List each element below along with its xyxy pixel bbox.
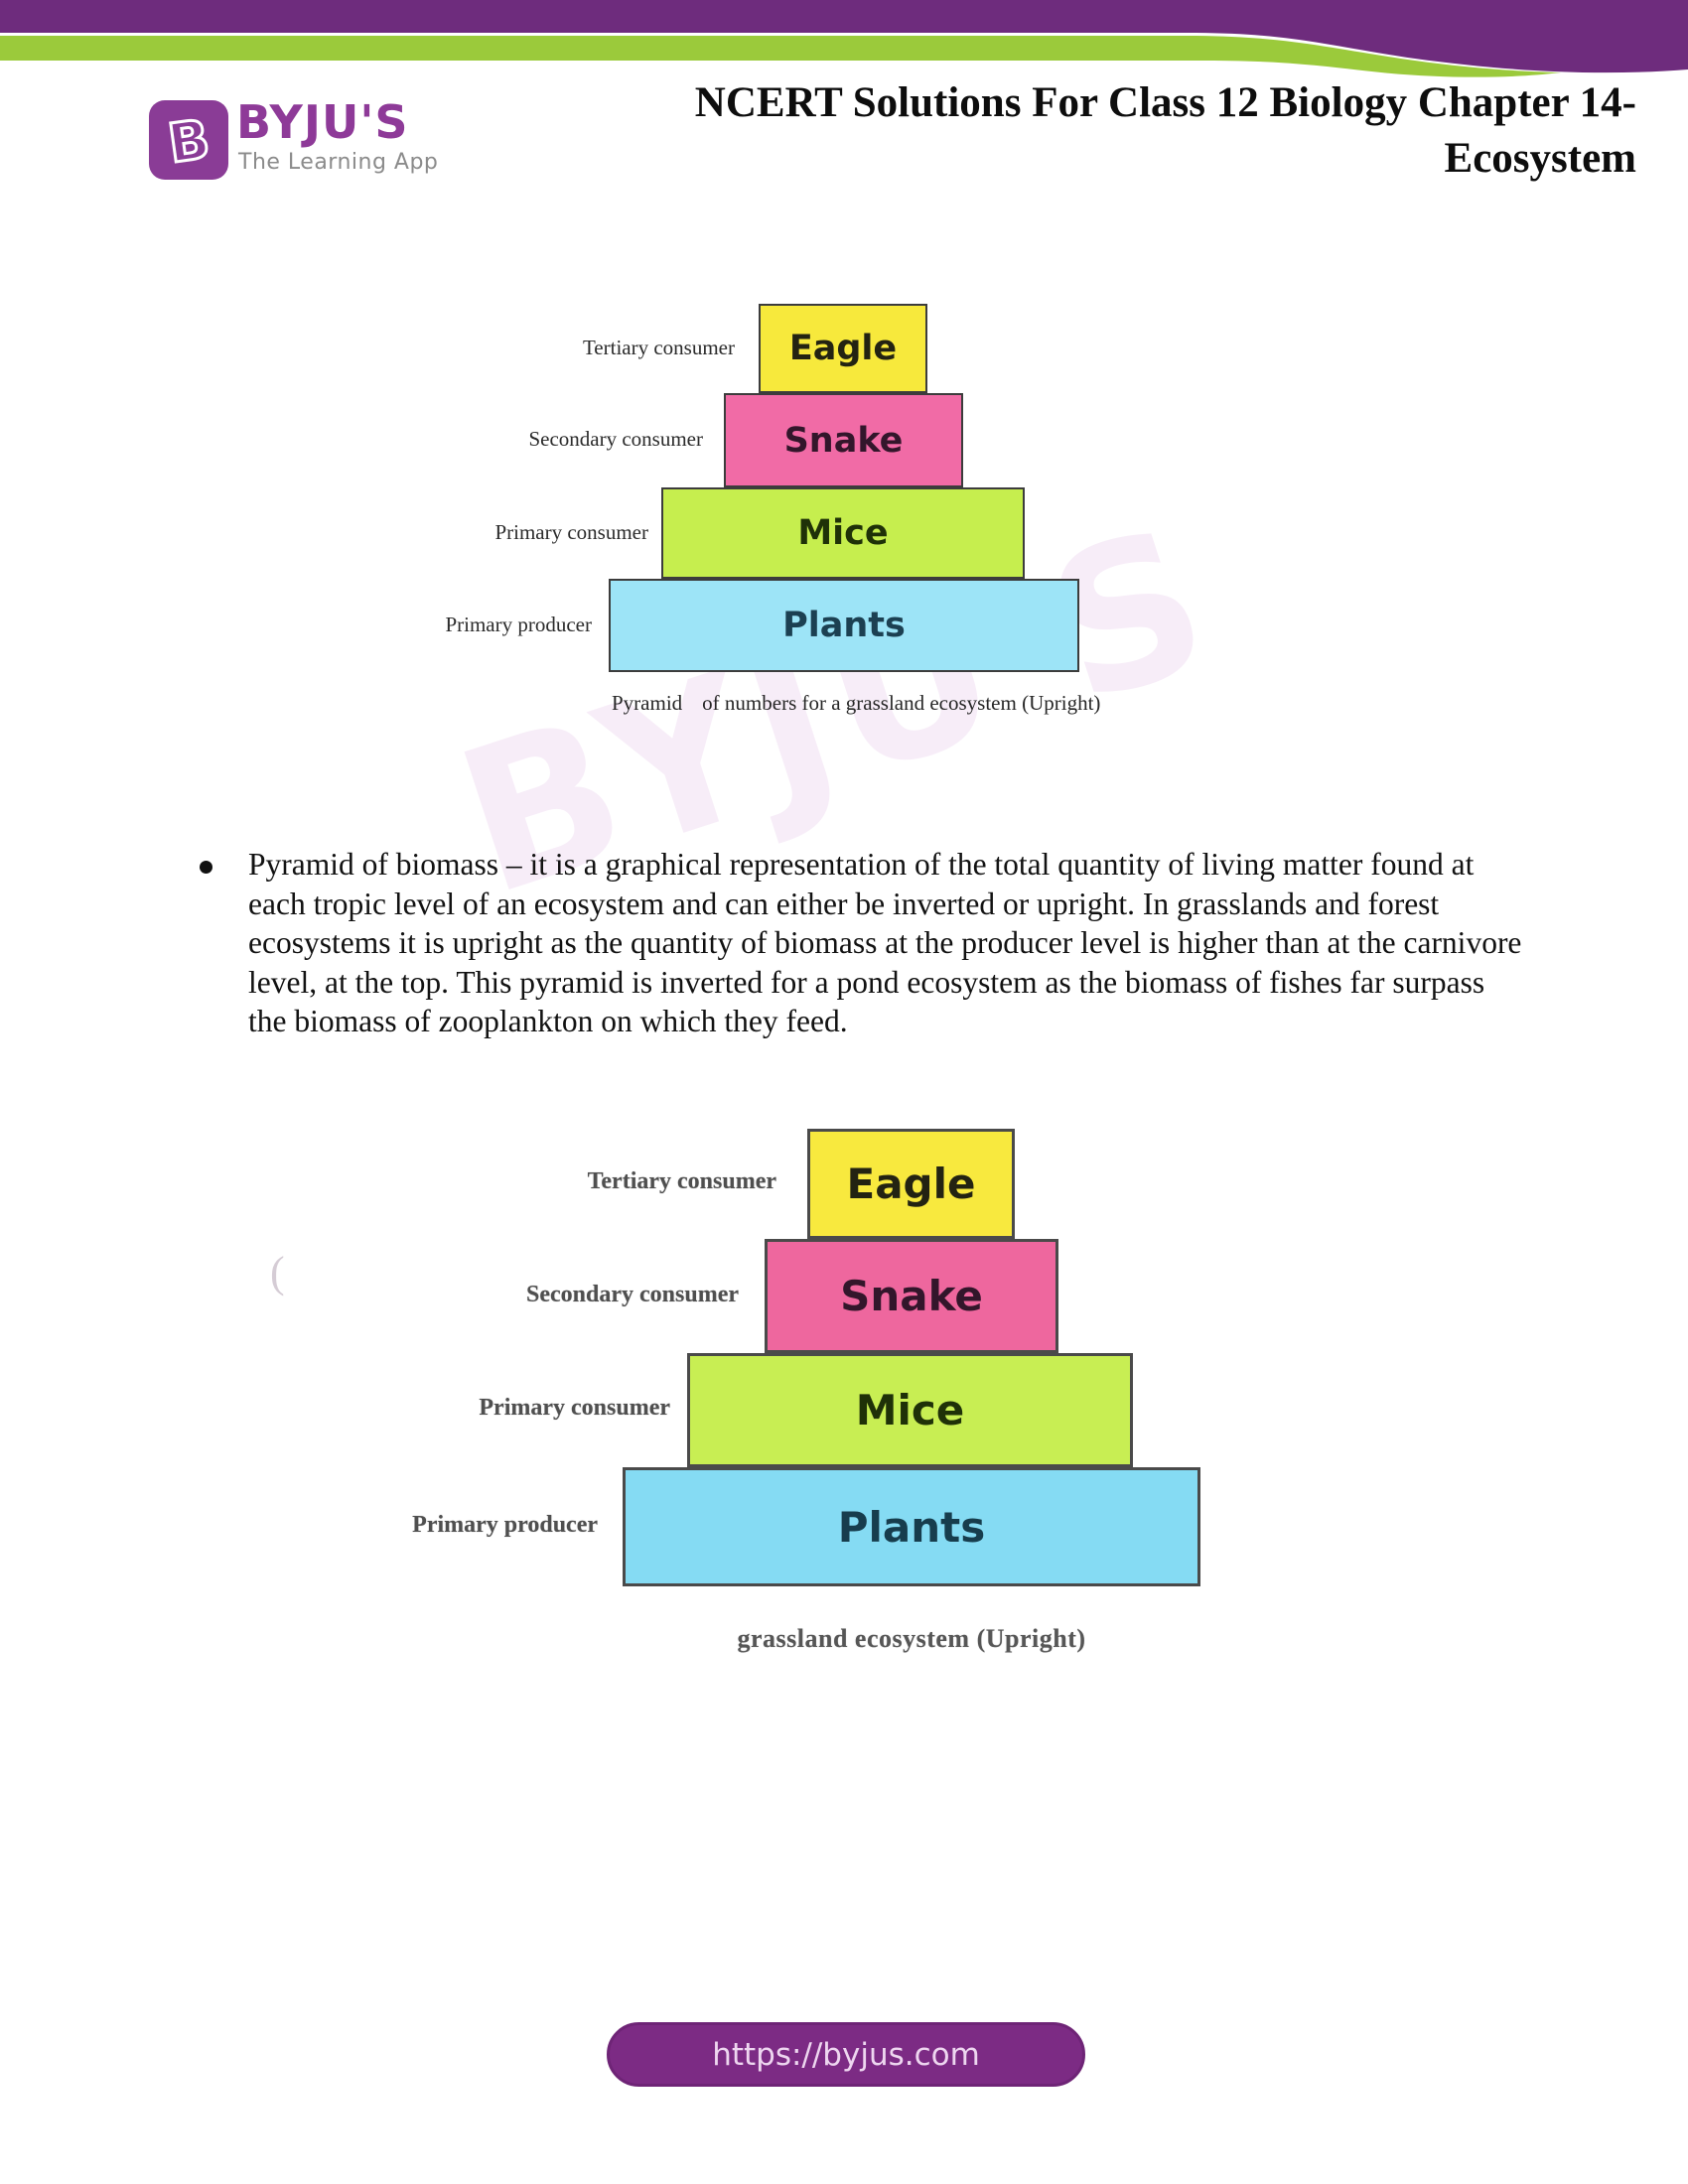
tertiary-consumer-label: Tertiary consumer bbox=[582, 336, 735, 359]
brand-name: BYJU'S bbox=[236, 95, 409, 149]
primary-consumer-label: Primary consumer bbox=[494, 520, 648, 544]
eagle-box-2-text: Eagle bbox=[846, 1160, 976, 1208]
caption-rest: of numbers for a grassland ecosystem (Up… bbox=[702, 691, 1101, 715]
mice-box-2: Mice bbox=[687, 1353, 1133, 1467]
header-band-purple bbox=[0, 0, 1688, 73]
byjus-url-link[interactable]: https://byjus.com bbox=[607, 2022, 1085, 2087]
stray-mark: ( bbox=[270, 1248, 285, 1297]
snake-box-2-text: Snake bbox=[840, 1272, 983, 1320]
caption-lead: Pyramid bbox=[612, 691, 683, 715]
snake-box-text: Snake bbox=[783, 420, 904, 461]
biomass-paragraph: Pyramid of biomass – it is a graphical r… bbox=[248, 847, 1522, 1038]
page-title: NCERT Solutions For Class 12 Biology Cha… bbox=[695, 75, 1636, 187]
secondary-consumer-label-2: Secondary consumer bbox=[526, 1282, 739, 1307]
plants-box-2-text: Plants bbox=[837, 1502, 986, 1552]
eagle-box: Eagle bbox=[759, 304, 927, 393]
snake-box-2: Snake bbox=[765, 1239, 1058, 1353]
primary-producer-label: Primary producer bbox=[445, 613, 592, 636]
page-title-line1: NCERT Solutions For Class 12 Biology Cha… bbox=[694, 79, 1636, 126]
plants-box: Plants bbox=[609, 579, 1079, 672]
primary-consumer-label-2: Primary consumer bbox=[479, 1395, 670, 1421]
mice-box-2-text: Mice bbox=[855, 1386, 965, 1434]
byjus-logo-tile: B bbox=[149, 100, 228, 180]
svg-text:B: B bbox=[164, 107, 213, 175]
brand-tagline: The Learning App bbox=[238, 150, 439, 175]
primary-producer-label-2: Primary producer bbox=[412, 1512, 598, 1538]
page-title-line2: Ecosystem bbox=[1444, 135, 1636, 182]
mice-box: Mice bbox=[661, 487, 1025, 579]
tertiary-consumer-label-2: Tertiary consumer bbox=[587, 1168, 776, 1194]
secondary-consumer-label: Secondary consumer bbox=[528, 427, 703, 451]
pyramid-numbers-caption: Pyramid of numbers for a grassland ecosy… bbox=[612, 691, 1100, 716]
plants-box-text: Plants bbox=[782, 606, 906, 645]
bullet-marker bbox=[200, 861, 212, 874]
eagle-box-text: Eagle bbox=[788, 329, 898, 368]
mice-box-text: Mice bbox=[797, 513, 889, 553]
eagle-box-2: Eagle bbox=[807, 1129, 1015, 1239]
byjus-b-icon: B bbox=[163, 106, 215, 177]
header-band-green bbox=[0, 36, 1561, 77]
header-swoosh bbox=[0, 0, 1688, 77]
pyramid-biomass-caption: grassland ecosystem (Upright) bbox=[737, 1624, 1086, 1653]
snake-box: Snake bbox=[724, 393, 963, 487]
plants-box-2: Plants bbox=[623, 1467, 1200, 1586]
